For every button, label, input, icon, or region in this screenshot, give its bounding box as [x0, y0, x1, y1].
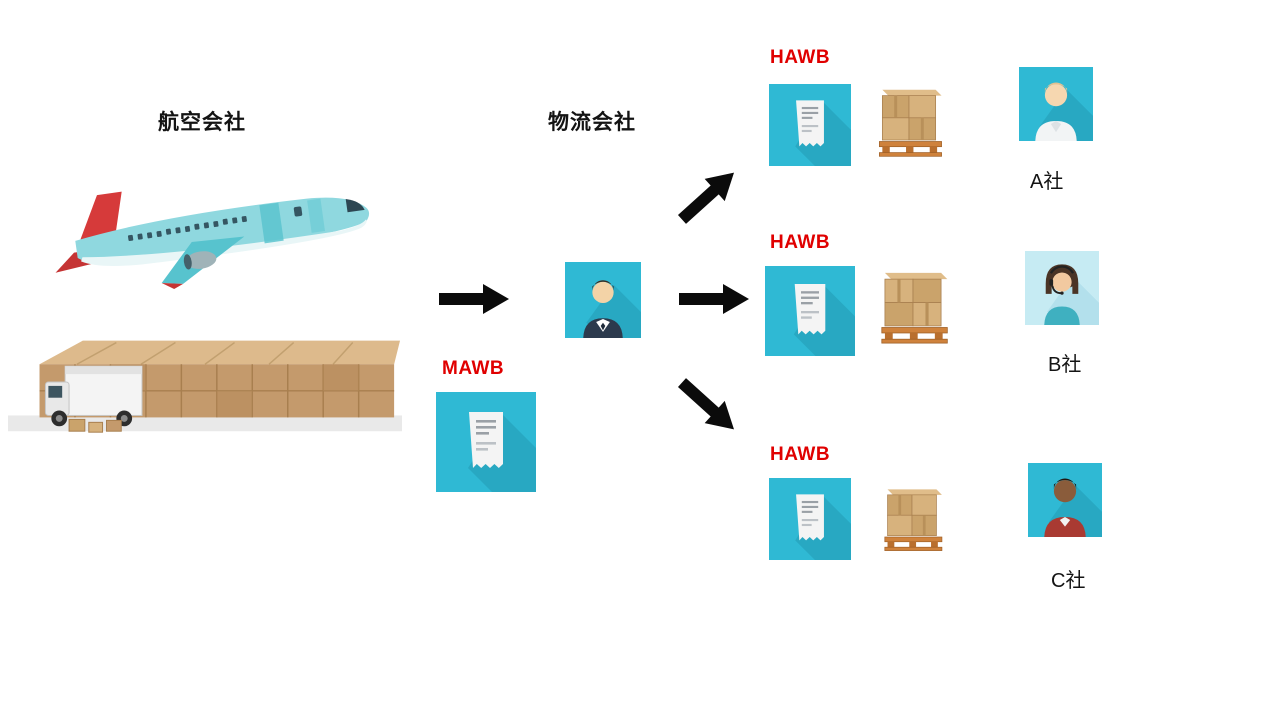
forwarder-person-icon — [565, 262, 641, 338]
company-c-label: C社 — [1051, 570, 1086, 592]
company-a-avatar — [1017, 67, 1095, 141]
hawb-document-icon-c — [765, 478, 855, 560]
hawb-document-icon-b — [765, 266, 855, 356]
warehouse-cargo-icon — [8, 320, 402, 438]
hawb-label-c: HAWB — [770, 444, 831, 465]
mawb-document-icon — [432, 392, 540, 492]
flow-arrow-to-b — [678, 283, 750, 315]
airplane-icon — [22, 158, 408, 302]
pallet-boxes-icon-a — [872, 88, 946, 158]
hawb-document-icon-a — [765, 84, 855, 166]
pallet-boxes-icon-b — [874, 266, 952, 350]
mawb-label: MAWB — [442, 358, 505, 379]
flow-arrow-to-a — [671, 160, 746, 232]
logistics-label: 物流会社 — [548, 111, 636, 134]
company-b-avatar — [1022, 251, 1102, 325]
airline-label: 航空会社 — [158, 111, 246, 134]
pallet-boxes-icon-c — [878, 484, 946, 556]
hawb-label-a: HAWB — [770, 47, 831, 68]
flow-arrow-to-c — [671, 370, 746, 442]
flow-arrow-airline-to-forwarder — [438, 283, 510, 315]
company-b-label: B社 — [1048, 354, 1082, 376]
hawb-label-b: HAWB — [770, 232, 831, 253]
company-c-avatar — [1027, 463, 1103, 537]
company-a-label: A社 — [1030, 171, 1064, 193]
